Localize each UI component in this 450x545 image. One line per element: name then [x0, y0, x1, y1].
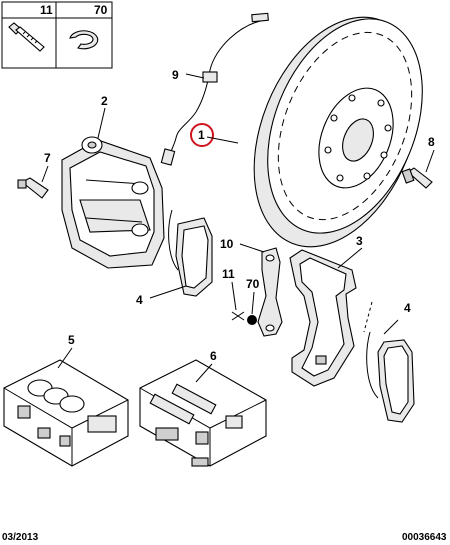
bolt-11-icon [8, 22, 45, 52]
footer-ref: 00036643 [402, 532, 447, 543]
callout-4-left[interactable]: 4 [136, 293, 143, 307]
header-box-70[interactable]: 70 [55, 1, 113, 69]
callout-5[interactable]: 5 [68, 333, 75, 347]
brake-pad-right[interactable] [366, 331, 415, 423]
footer-date: 03/2013 [2, 532, 39, 543]
callout-10[interactable]: 10 [220, 237, 234, 251]
caliper-body[interactable] [61, 136, 165, 269]
callout-6[interactable]: 6 [210, 349, 217, 363]
callout-3[interactable]: 3 [356, 234, 363, 248]
caliper-carrier[interactable] [289, 249, 357, 387]
header-box-11[interactable]: 11 [1, 1, 57, 69]
brake-pad-left[interactable] [168, 209, 213, 297]
washer-70-diagram[interactable] [247, 315, 257, 325]
callout-11[interactable]: 11 [222, 267, 235, 281]
callout-2[interactable]: 2 [101, 94, 108, 108]
bolt-11-diagram[interactable] [231, 311, 245, 321]
guide-bracket-10[interactable] [257, 247, 283, 337]
seal-kit[interactable] [3, 359, 129, 467]
callout-9[interactable]: 9 [172, 68, 179, 82]
wheel-stud[interactable] [401, 167, 433, 189]
highlight-circle [190, 123, 214, 147]
wear-sensor-cable[interactable] [160, 12, 269, 166]
callout-1[interactable]: 1 [198, 128, 205, 142]
svg-text:11: 11 [40, 3, 53, 17]
leader-lines [41, 73, 435, 383]
brake-disc[interactable] [223, 0, 450, 271]
split-washer-70-icon [69, 30, 99, 50]
callout-8[interactable]: 8 [428, 135, 435, 149]
callout-7[interactable]: 7 [44, 151, 51, 165]
callout-4-right[interactable]: 4 [404, 301, 411, 315]
svg-text:70: 70 [94, 3, 108, 17]
callout-70[interactable]: 70 [246, 277, 260, 291]
guide-pin-kit[interactable] [139, 359, 267, 467]
bleed-screw[interactable] [17, 177, 49, 199]
